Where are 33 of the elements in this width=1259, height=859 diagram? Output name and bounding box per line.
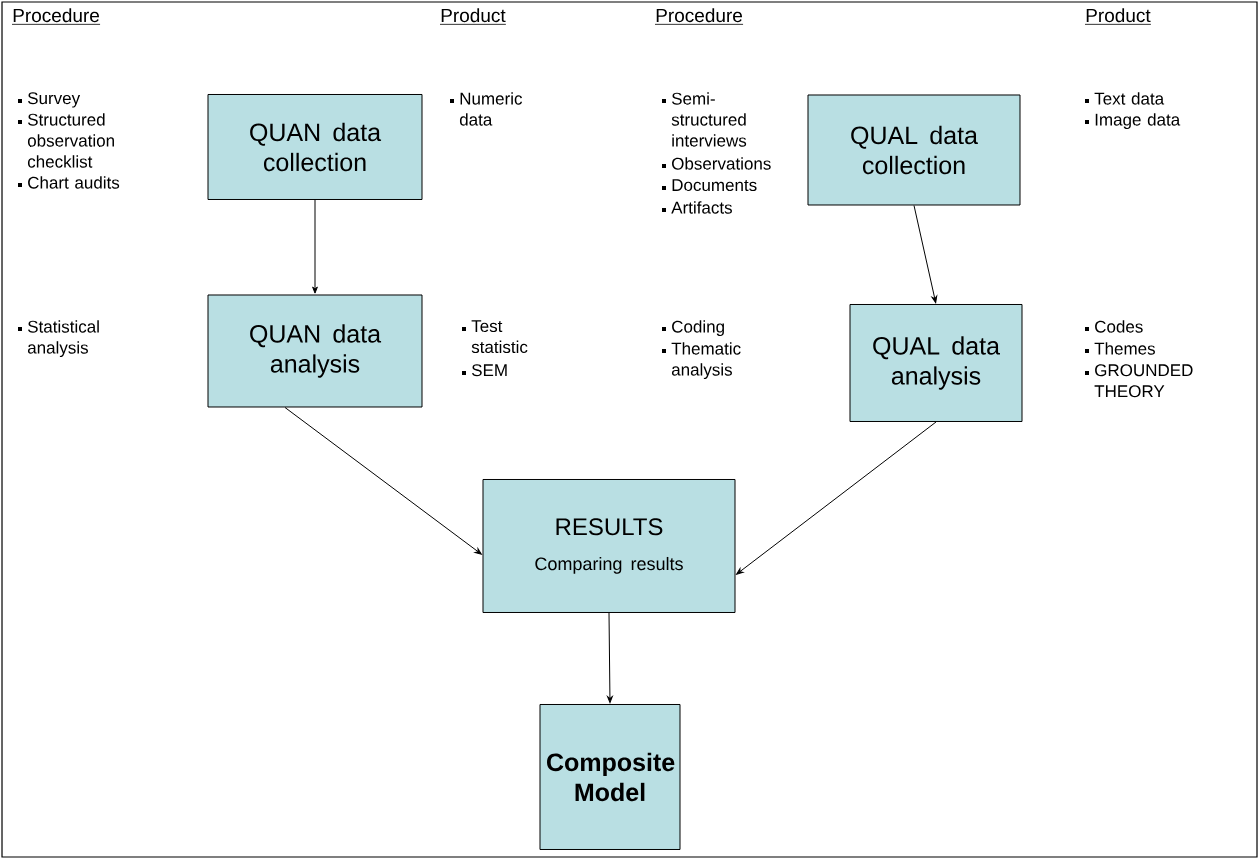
bullet-item: Numeric data: [450, 92, 523, 126]
bullet-item: Text data: [1085, 92, 1165, 105]
column-heading: Procedure: [654, 8, 744, 25]
process-box: QUAL data collection: [807, 94, 1021, 206]
column-heading: Product: [1084, 8, 1152, 25]
process-box: QUAL data analysis: [849, 304, 1023, 422]
bullet-item: Semi-structured interviews: [662, 92, 747, 147]
column-heading: Procedure: [11, 8, 101, 25]
bullet-item: Coding: [662, 320, 724, 337]
arrow: [607, 612, 613, 704]
bullet-item: GROUNDED THEORY: [1085, 364, 1193, 398]
bullet-item: Test statistic: [462, 320, 528, 354]
bullet-item: Image data: [1085, 113, 1181, 130]
arrow: [913, 205, 938, 304]
bullet-item: Survey: [18, 92, 81, 108]
bullet-item: Themes: [1085, 342, 1155, 355]
process-box: QUAN data analysis: [207, 294, 423, 408]
process-box: QUAN data collection: [207, 94, 423, 200]
arrow: [284, 407, 482, 555]
bullet-item: Documents: [662, 179, 757, 192]
bullet-item: SEM: [462, 364, 507, 377]
bullet-item: Codes: [1085, 320, 1143, 333]
bullet-item: Artifacts: [662, 201, 732, 214]
process-box: RESULTS Comparing results: [482, 479, 736, 613]
column-heading: Product: [439, 8, 507, 25]
arrow: [736, 421, 937, 575]
arrow: [312, 199, 318, 294]
bullet-item: Chart audits: [18, 176, 120, 189]
bullet-item: Observations: [662, 157, 771, 170]
process-box: Composite Model: [539, 704, 681, 850]
bullet-item: Structured observation checklist: [18, 113, 114, 168]
bullet-item: Thematic analysis: [662, 342, 741, 380]
bullet-item: Statistical analysis: [18, 320, 99, 358]
